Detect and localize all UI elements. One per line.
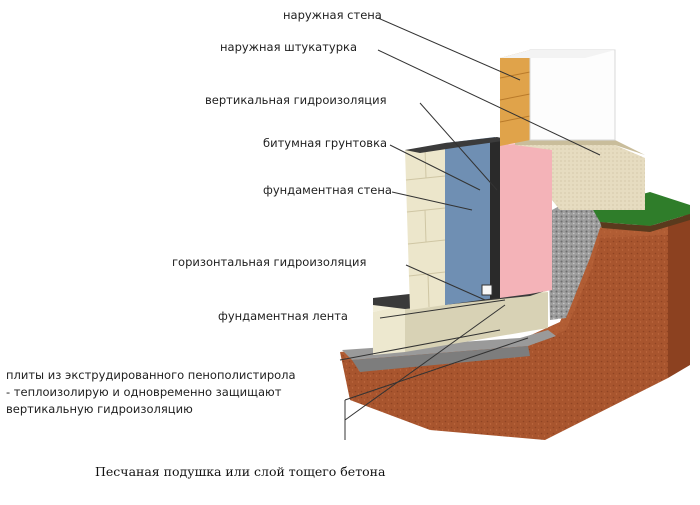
label-foundation-wall: фундаментная стена [263, 183, 392, 197]
insulation-note-line-2: - теплоизолирую и одновременно защищают [6, 385, 282, 399]
drain-fitting [481, 284, 493, 296]
foundation-strip-side [405, 292, 548, 352]
plaster-base [515, 145, 645, 210]
vertical-waterproofing-layer [445, 137, 495, 305]
soil-side [668, 212, 690, 378]
label-outer-wall: наружная стена [283, 8, 382, 22]
label-horizontal-waterproofing: горизонтальная гидроизоляция [172, 255, 367, 269]
insulation-note: плиты из экструдированного пенополистиро… [6, 367, 296, 418]
brick-joints [499, 71, 531, 123]
label-foundation-strip: фундаментная лента [218, 309, 348, 323]
insulation-note-line-3: вертикальную гидроизоляцию [6, 402, 193, 416]
outer-wall-brick [500, 50, 530, 146]
label-sand-cushion: Песчаная подушка или слой тощего бетона [95, 464, 386, 479]
outer-wall-top [500, 50, 615, 58]
plaster-top-edge [515, 140, 645, 155]
leader-lines [339, 17, 601, 440]
foundation-strip-front [373, 305, 405, 355]
bitumen-primer-strip [490, 139, 500, 299]
label-vertical-waterproofing: вертикальная гидроизоляция [205, 93, 387, 107]
grass-edge [600, 214, 690, 232]
gravel-backfill [548, 185, 640, 320]
label-bitumen-primer: битумная грунтовка [263, 136, 388, 150]
outer-wall-block [529, 49, 616, 141]
insulation-note-line-1: плиты из экструдированного пенополистиро… [6, 368, 296, 382]
label-outer-plaster: наружная штукатурка [220, 40, 357, 54]
xps-insulation-boards [500, 143, 552, 298]
